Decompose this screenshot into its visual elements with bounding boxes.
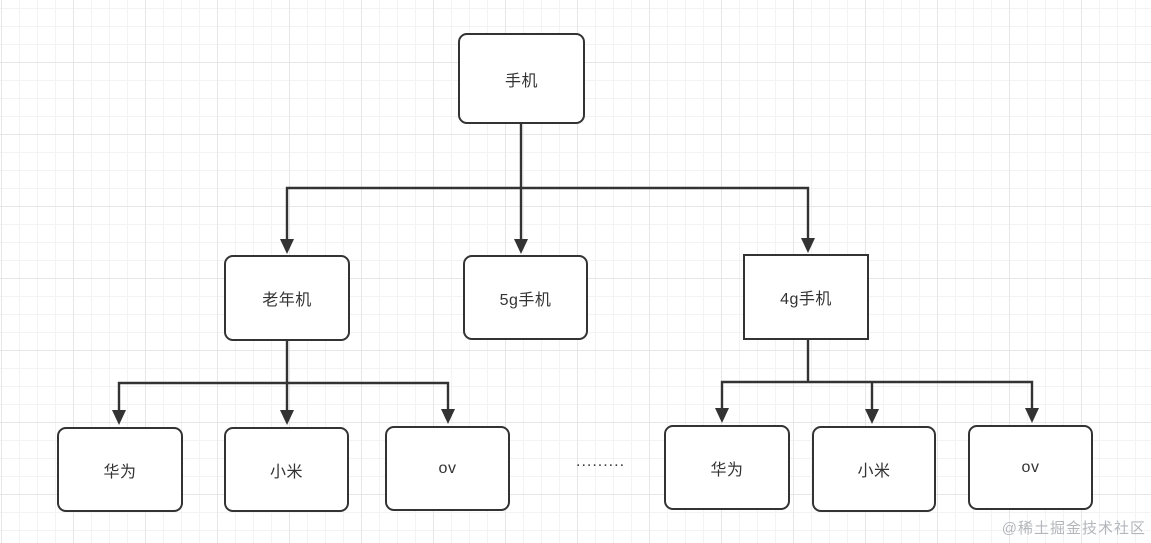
- edge-4g-to-children: [715, 340, 1039, 424]
- node-4g-phone: 4g手机: [743, 254, 869, 340]
- node-huawei-right: 华为: [664, 425, 790, 510]
- arrowhead-icon: [801, 238, 815, 253]
- node-ov-right-label: ov: [1021, 458, 1040, 476]
- edge-line: [285, 186, 810, 247]
- arrowhead-icon: [514, 239, 528, 254]
- node-5g-phone-label: 5g手机: [499, 291, 552, 309]
- arrowhead-icon: [865, 409, 879, 424]
- arrowhead-icon: [112, 410, 126, 425]
- arrowhead-icon: [1025, 408, 1039, 423]
- node-ov-right: ov: [968, 425, 1093, 510]
- arrowhead-icon: [715, 408, 729, 423]
- node-ov-left: ov: [385, 426, 510, 511]
- node-xiaomi-right-label: 小米: [857, 463, 891, 480]
- node-elder-phone: 老年机: [224, 255, 350, 341]
- arrowhead-icon: [441, 409, 455, 424]
- node-ov-left-label: ov: [438, 459, 457, 477]
- edge-line: [720, 380, 1034, 416]
- node-elder-phone-label: 老年机: [262, 292, 312, 309]
- edge-elder-to-children: [112, 341, 455, 425]
- edge-root-to-level2: [280, 124, 815, 254]
- ellipsis-dots: .........: [576, 453, 626, 470]
- arrowhead-icon: [280, 239, 294, 254]
- arrowhead-icon: [280, 410, 294, 425]
- node-5g-phone: 5g手机: [463, 255, 588, 340]
- node-4g-phone-label: 4g手机: [780, 291, 832, 308]
- node-xiaomi-left: 小米: [224, 427, 349, 512]
- node-phone: 手机: [458, 33, 585, 124]
- node-phone-label: 手机: [504, 72, 538, 90]
- watermark: @稀土掘金技术社区: [1001, 520, 1146, 537]
- node-huawei-left-label: 华为: [103, 463, 137, 481]
- node-huawei-left: 华为: [57, 427, 183, 512]
- node-xiaomi-right: 小米: [812, 426, 936, 512]
- edge-line: [117, 381, 450, 418]
- node-xiaomi-left-label: 小米: [269, 463, 303, 481]
- node-huawei-right-label: 华为: [710, 461, 744, 479]
